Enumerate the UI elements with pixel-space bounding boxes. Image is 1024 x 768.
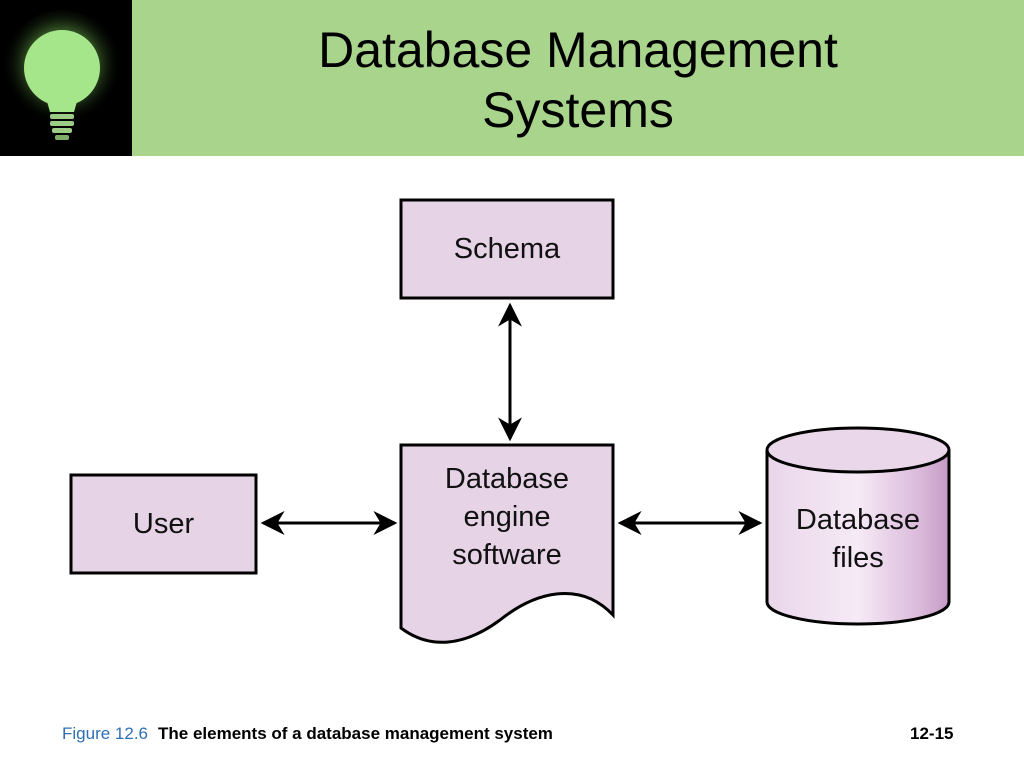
dbms-diagram: Schema User Database engine software Dat… xyxy=(0,160,1024,685)
diagram-canvas xyxy=(69,198,951,644)
title-banner: Database Management Systems xyxy=(0,0,1024,156)
page-number: 12-15 xyxy=(910,724,954,743)
figure-number: Figure 12.6 xyxy=(62,724,148,743)
figure-caption: Figure 12.6 The elements of a database ma… xyxy=(62,724,553,744)
user-label-text: User xyxy=(132,508,195,540)
schema-label: Schema xyxy=(401,231,613,267)
engine-label: Database engine software xyxy=(401,460,613,574)
engine-label-line-1: Database xyxy=(444,463,570,495)
figure-caption-text: The elements of a database management sy… xyxy=(158,724,553,743)
engine-label-line-3: software xyxy=(452,539,562,571)
schema-box xyxy=(399,198,615,300)
files-label-line-2: files xyxy=(832,542,884,574)
files-label: Database files xyxy=(767,501,949,577)
user-box xyxy=(69,473,258,575)
engine-document-shape xyxy=(399,443,615,644)
schema-label-text: Schema xyxy=(453,233,561,265)
engine-label-line-2: engine xyxy=(463,501,551,533)
slide-title: Database Management Systems xyxy=(132,20,1024,140)
slide-title-line-1: Database Management xyxy=(318,22,838,78)
database-files-cylinder xyxy=(765,426,951,626)
lightbulb-icon xyxy=(0,0,132,156)
user-label: User xyxy=(71,506,256,542)
files-label-line-1: Database xyxy=(795,504,921,536)
slide-title-line-2: Systems xyxy=(482,82,674,138)
